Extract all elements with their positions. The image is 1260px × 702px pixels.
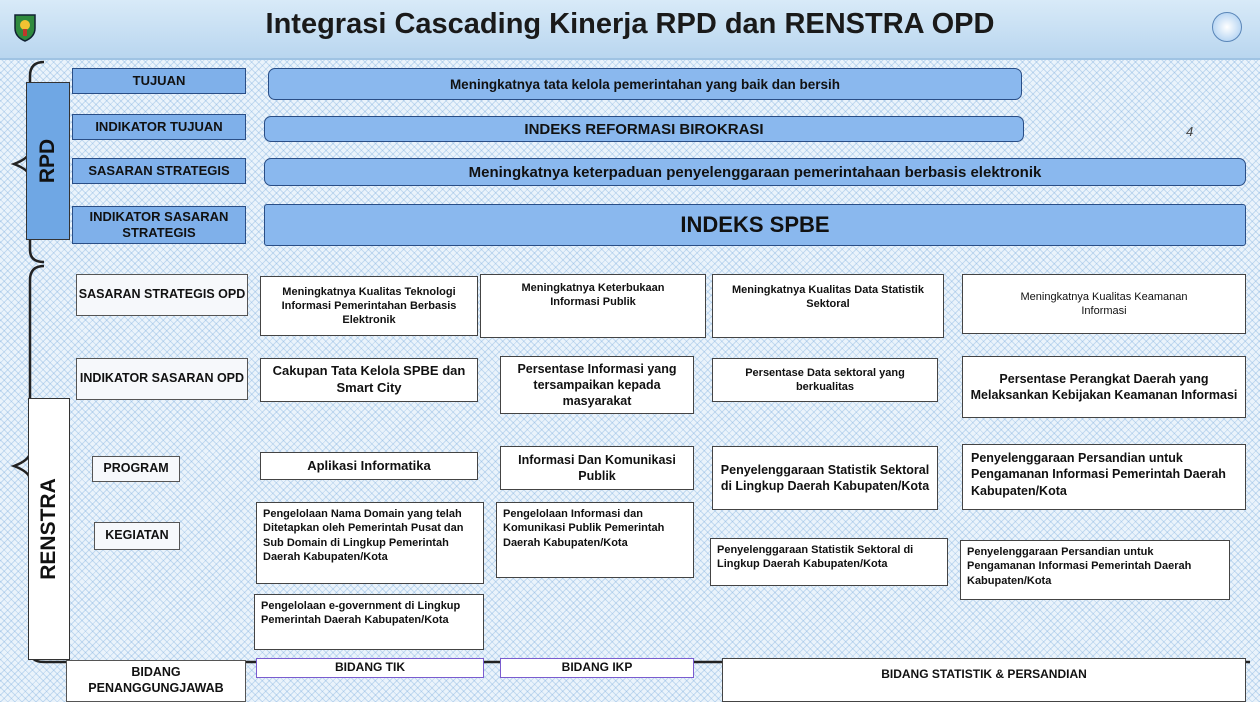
- label-indikator-sasaran-opd: INDIKATOR SASARAN OPD: [76, 358, 248, 400]
- indikator-opd-3: Persentase Data sektoral yang berkualita…: [712, 358, 938, 402]
- indikator-opd-2: Persentase Informasi yang tersampaikan k…: [500, 356, 694, 414]
- sasaran-opd-1: Meningkatnya Kualitas Teknologi Informas…: [260, 276, 478, 336]
- program-2: Informasi Dan Komunikasi Publik: [500, 446, 694, 490]
- rpd-side-label: RPD: [26, 82, 70, 240]
- indikator-opd-4: Persentase Perangkat Daerah yang Melaksa…: [962, 356, 1246, 418]
- program-1: Aplikasi Informatika: [260, 452, 478, 480]
- bidang-statistik-persandian: BIDANG STATISTIK & PERSANDIAN: [722, 658, 1246, 702]
- kegiatan-4: Penyelenggaraan Persandian untuk Pengama…: [960, 540, 1230, 600]
- tujuan-bar: Meningkatnya tata kelola pemerintahan ya…: [268, 68, 1022, 100]
- internet-logo-icon: [1212, 12, 1242, 42]
- label-sasaran-strategis: SASARAN STRATEGIS: [72, 158, 246, 184]
- label-sasaran-strategis-opd: SASARAN STRATEGIS OPD: [76, 274, 248, 316]
- program-4: Penyelenggaraan Persandian untuk Pengama…: [962, 444, 1246, 510]
- indikator-sasaran-strategis-bar: INDEKS SPBE: [264, 204, 1246, 246]
- kegiatan-1a: Pengelolaan Nama Domain yang telah Ditet…: [256, 502, 484, 584]
- label-kegiatan: KEGIATAN: [94, 522, 180, 550]
- label-bidang-penanggungjawab: BIDANG PENANGGUNGJAWAB: [66, 660, 246, 702]
- indikator-opd-1: Cakupan Tata Kelola SPBE dan Smart City: [260, 358, 478, 402]
- page-title: Integrasi Cascading Kinerja RPD dan RENS…: [265, 8, 995, 40]
- regional-emblem-icon: [12, 12, 38, 42]
- sasaran-strategis-bar: Meningkatnya keterpaduan penyelenggaraan…: [264, 158, 1246, 186]
- kegiatan-1b: Pengelolaan e-government di Lingkup Peme…: [254, 594, 484, 650]
- header-bar: [0, 0, 1260, 60]
- label-program: PROGRAM: [92, 456, 180, 482]
- indikator-tujuan-bar: INDEKS REFORMASI BIROKRASI: [264, 116, 1024, 142]
- label-indikator-tujuan: INDIKATOR TUJUAN: [72, 114, 246, 140]
- renstra-side-label: RENSTRA: [28, 398, 70, 660]
- bidang-2: BIDANG IKP: [500, 658, 694, 678]
- kegiatan-2: Pengelolaan Informasi dan Komunikasi Pub…: [496, 502, 694, 578]
- bidang-1: BIDANG TIK: [256, 658, 484, 678]
- page-mark: 4: [1186, 124, 1194, 139]
- sasaran-opd-4: Meningkatnya Kualitas Keamanan Informasi: [962, 274, 1246, 334]
- label-tujuan: TUJUAN: [72, 68, 246, 94]
- sasaran-opd-3: Meningkatnya Kualitas Data Statistik Sek…: [712, 274, 944, 338]
- sasaran-opd-2: Meningkatnya Keterbukaan Informasi Publi…: [480, 274, 706, 338]
- label-indikator-sasaran-strategis: INDIKATOR SASARAN STRATEGIS: [72, 206, 246, 244]
- kegiatan-3: Penyelenggaraan Statistik Sektoral di Li…: [710, 538, 948, 586]
- program-3: Penyelenggaraan Statistik Sektoral di Li…: [712, 446, 938, 510]
